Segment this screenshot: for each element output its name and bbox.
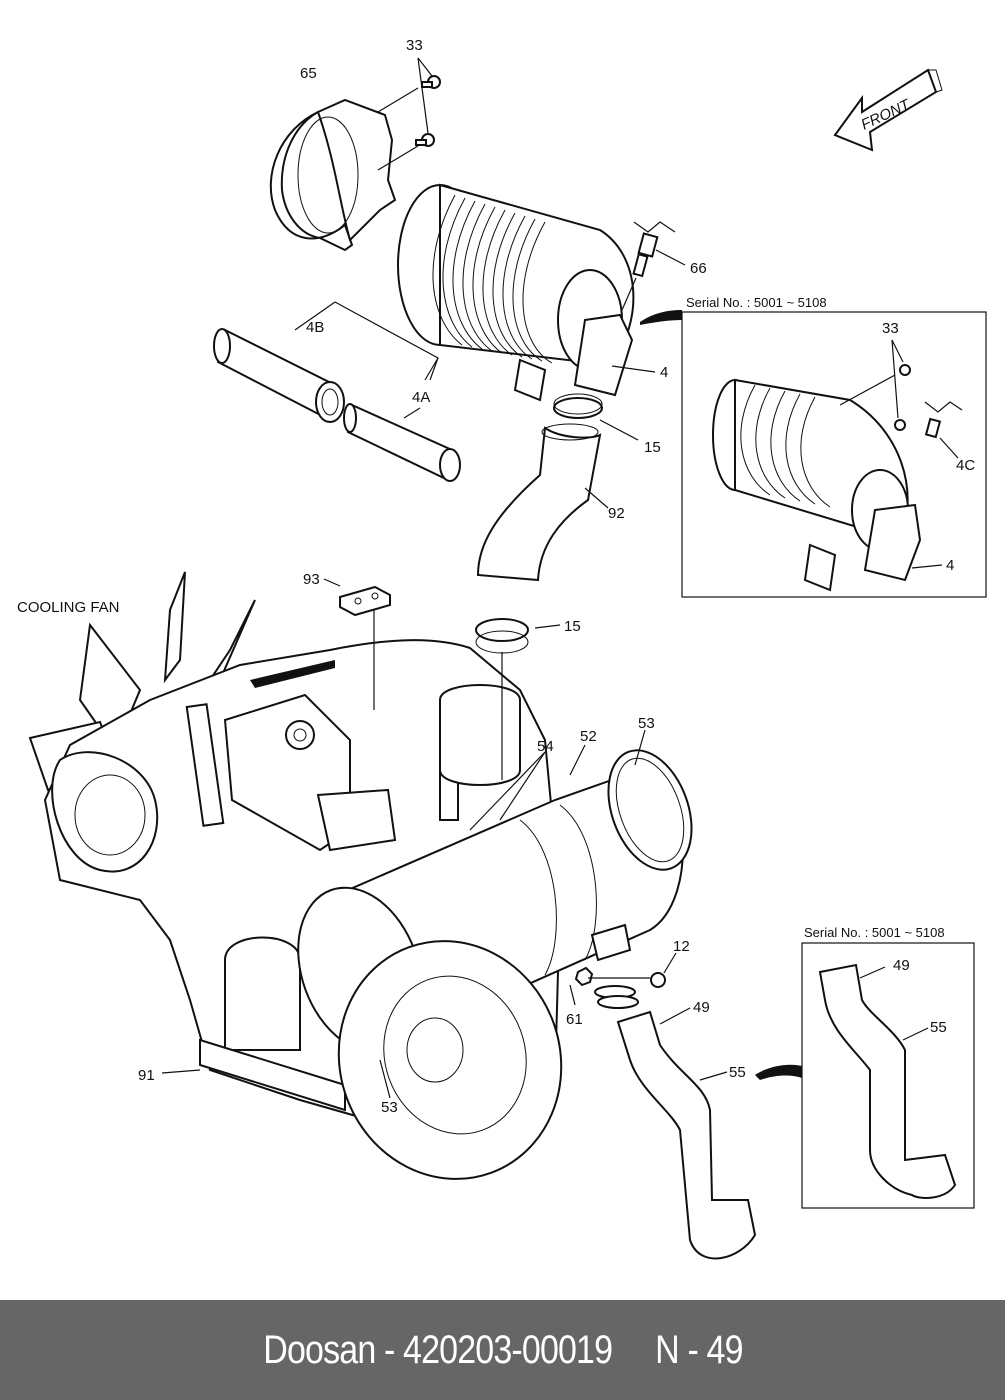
footer-bar: Doosan - 420203-00019 N - 49 — [0, 1300, 1005, 1400]
air-cleaner-ribs — [432, 194, 553, 364]
callout-52: 52 — [580, 728, 597, 745]
callout-4A: 4A — [412, 389, 430, 406]
intake-hose-92 — [476, 423, 602, 582]
inset-serial-top — [640, 310, 987, 598]
callout-4C-inset: 4C — [956, 457, 975, 474]
callout-53-upper: 53 — [638, 715, 655, 732]
hose-clamp-15-upper — [553, 393, 603, 419]
footer-page-ref: N - 49 — [654, 1327, 743, 1372]
callout-15-upper: 15 — [644, 439, 661, 456]
exhaust-parts — [574, 923, 757, 1260]
callout-54: 54 — [537, 738, 554, 755]
outer-filter-4B — [213, 328, 345, 423]
flywheel-housing — [337, 940, 563, 1180]
inner-filter-4A — [343, 403, 461, 482]
inset-serial-bottom — [755, 942, 975, 1209]
callout-61: 61 — [566, 1011, 583, 1028]
callout-93: 93 — [303, 571, 320, 588]
callout-65: 65 — [300, 65, 317, 82]
callout-66: 66 — [690, 260, 707, 277]
callout-4: 4 — [660, 364, 668, 381]
restriction-indicator-66 — [621, 221, 676, 311]
callout-15-lower: 15 — [564, 618, 581, 635]
callout-33: 33 — [406, 37, 423, 54]
callout-92: 92 — [608, 505, 625, 522]
callout-55-inset: 55 — [930, 1019, 947, 1036]
footer-caption: Doosan - 420203-00019 N - 49 — [262, 1327, 743, 1373]
air-cleaner — [397, 183, 635, 402]
callout-55: 55 — [729, 1064, 746, 1081]
callout-4-inset: 4 — [946, 557, 954, 574]
bracket-65 — [269, 98, 397, 252]
footer-separator: - — [374, 1327, 403, 1372]
pad-93 — [339, 585, 391, 710]
bolt-33-b — [415, 133, 435, 147]
gasket-53-upper — [607, 749, 693, 871]
callout-53-lower: 53 — [381, 1099, 398, 1116]
bolt-33-a — [421, 75, 441, 89]
callout-49-inset: 49 — [893, 957, 910, 974]
inset-top-serial-label: Serial No. : 5001 ~ 5108 — [686, 295, 827, 310]
hose-clamp-15-lower — [475, 618, 529, 780]
footer-part-number: 420203-00019 — [402, 1327, 613, 1372]
cooling-fan-label: COOLING FAN — [17, 599, 120, 616]
callout-33-inset: 33 — [882, 320, 899, 337]
callout-12: 12 — [673, 938, 690, 955]
callout-4B: 4B — [306, 319, 324, 336]
footer-brand: Doosan — [262, 1327, 376, 1372]
inset-bottom-serial-label: Serial No. : 5001 ~ 5108 — [804, 925, 945, 940]
front-arrow-icon: FRONT — [833, 68, 943, 152]
parts-diagram: FRONT — [17, 37, 987, 1260]
callout-49: 49 — [693, 999, 710, 1016]
footer-gap — [612, 1328, 655, 1372]
callout-91: 91 — [138, 1067, 155, 1084]
